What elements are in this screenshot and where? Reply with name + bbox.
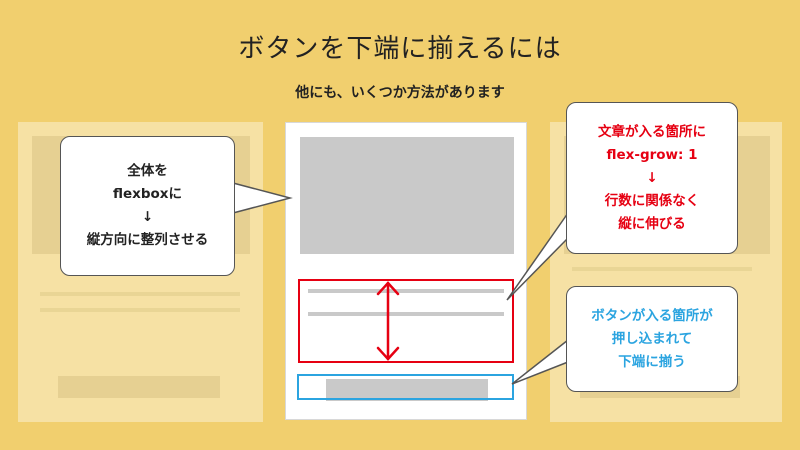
callout-bottom-right-tail xyxy=(511,339,569,385)
faded-card-left-button xyxy=(58,376,220,398)
callout-line: 下端に揃う xyxy=(618,353,686,370)
down-arrow-icon: ↓ xyxy=(141,209,154,225)
card-text-line xyxy=(308,312,504,316)
callout-button-aligned: ボタンが入る箇所が 押し込まれて 下端に揃う xyxy=(566,286,738,392)
callout-line: 縦方向に整列させる xyxy=(86,232,209,248)
page-subtitle: 他にも、いくつか方法があります xyxy=(295,85,505,101)
main-card xyxy=(285,122,527,420)
callout-flex-grow: 文章が入る箇所に flex-grow: 1 ↓ 行数に関係なく 縦に伸びる xyxy=(566,102,738,254)
callout-top-right-tail xyxy=(506,212,569,301)
callout-left-tail xyxy=(232,182,293,214)
callout-line: 文章が入る箇所に xyxy=(598,123,706,140)
card-image-placeholder xyxy=(300,137,514,254)
faded-card-right-line xyxy=(572,267,752,271)
card-button-placeholder xyxy=(326,379,488,401)
faded-card-left-line xyxy=(40,308,240,312)
callout-line: 行数に関係なく xyxy=(604,192,700,209)
button-area-highlight xyxy=(297,374,514,400)
text-area-highlight xyxy=(298,279,514,363)
callout-line: 全体を xyxy=(127,163,168,179)
down-arrow-icon: ↓ xyxy=(646,169,658,186)
callout-flexbox-column: 全体を flexboxに ↓ 縦方向に整列させる xyxy=(60,136,235,276)
callout-line: 押し込まれて xyxy=(611,330,693,347)
vertical-double-arrow-icon xyxy=(376,281,400,361)
faded-card-left-line xyxy=(40,292,240,296)
callout-line: flexboxに xyxy=(112,186,183,202)
callout-line: flex-grow: 1 xyxy=(606,146,698,163)
card-text-line xyxy=(308,289,504,293)
callout-line: ボタンが入る箇所が xyxy=(591,307,713,324)
callout-line: 縦に伸びる xyxy=(618,215,686,232)
page-title: ボタンを下端に揃えるには xyxy=(238,34,562,64)
